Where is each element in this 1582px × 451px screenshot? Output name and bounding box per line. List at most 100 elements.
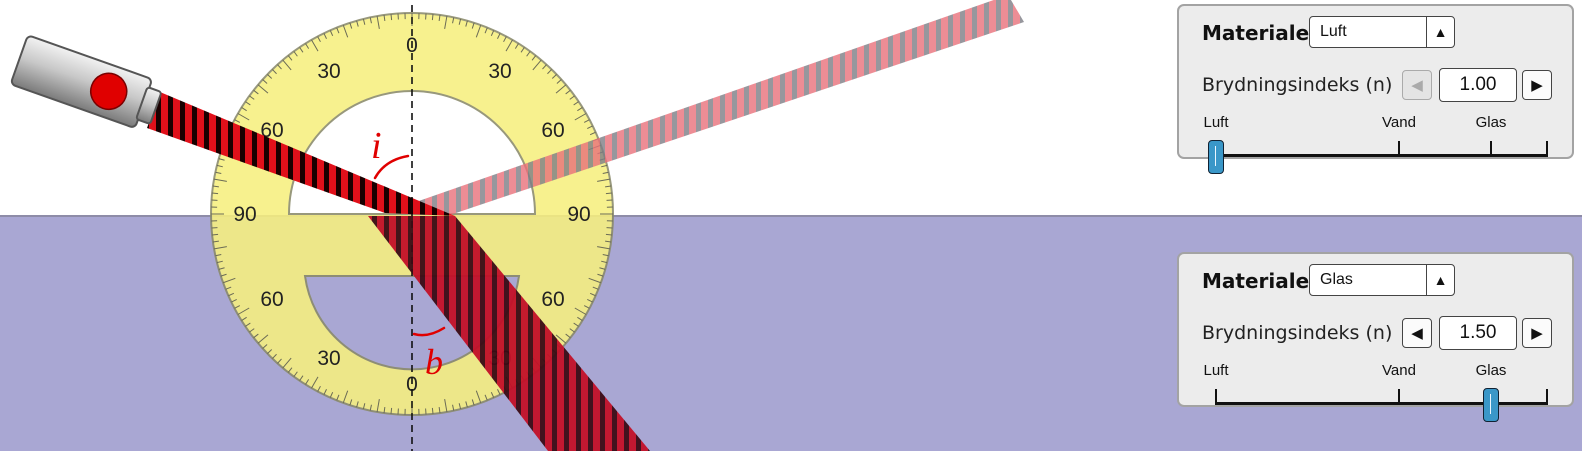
select-arrow-icon[interactable]: ▲ [1426,17,1454,47]
refraction-index-value[interactable]: 1.00 [1439,68,1517,102]
protractor-tick [215,254,222,257]
label-60-lower-left: 60 [260,288,283,311]
protractor-tick [218,267,225,270]
protractor-tick [349,399,353,406]
protractor-tick [390,407,393,414]
protractor-tick [267,74,273,79]
slider-tick-mark [1398,389,1400,405]
protractor-tick [573,101,579,106]
protractor-tick [245,322,251,327]
protractor-ticks [211,13,613,415]
protractor-tick [329,30,334,37]
protractor-tick [225,286,232,290]
protractor-tick [597,273,604,277]
protractor-tick [452,404,455,411]
protractor-tick [253,333,259,339]
protractor-tick [587,125,593,129]
protractor-tick [592,286,599,290]
protractor-tick [577,316,583,321]
protractor-tick [601,260,608,264]
protractor-tick [234,305,241,309]
slider-tick-mark [1546,389,1548,405]
protractor-tick [257,334,269,344]
refraction-index-value[interactable]: 1.50 [1439,316,1517,350]
protractor-tick [475,390,482,404]
laser-pointer[interactable] [10,35,165,132]
protractor-tick [497,33,501,39]
protractor-tick [216,164,223,168]
protractor-tick [213,246,227,250]
decrease-index-button[interactable]: ◀ [1402,318,1432,348]
material-select[interactable]: Glas ▲ [1309,264,1455,296]
label-60-right: 60 [541,119,564,142]
protractor-tick [311,39,319,52]
protractor-tick [212,185,219,188]
protractor-tick [212,240,219,243]
protractor-tick [231,299,237,303]
lower-medium-panel: Materiale Glas ▲ Brydningsindeks (n) ◀ 1… [1177,252,1574,422]
slider-tick-luft: Luft [1203,114,1229,131]
increase-index-button[interactable]: ▶ [1522,318,1552,348]
protractor-tick [602,171,609,174]
protractor-tick [589,292,596,297]
label-30-lower-left: 30 [317,347,340,370]
protractor-tick [342,390,349,404]
protractor-tick [356,20,359,27]
select-arrow-icon[interactable]: ▲ [1426,265,1454,295]
protractor-tick [228,292,235,297]
protractor-tick [583,119,590,123]
protractor-tick [390,14,393,21]
material-select-value: Glas [1320,271,1353,288]
protractor-tick [547,69,552,75]
upper-medium-panel: Materiale Luft ▲ Brydningsindeks (n) ◀ 1… [1177,4,1574,174]
protractor-tick [475,24,482,38]
protractor-tick [222,277,236,284]
slider-tick-vand: Vand [1382,114,1416,131]
protractor-tick [241,316,247,321]
protractor-tick [216,260,223,264]
protractor-tick [503,36,507,43]
refraction-index-slider-thumb[interactable] [1483,388,1499,422]
protractor-tick [253,89,259,95]
decrease-index-button[interactable]: ◀ [1402,70,1432,100]
label-90-left: 90 [233,203,256,226]
protractor-tick [241,107,247,112]
protractor-tick [458,403,462,410]
protractor-tick [599,267,606,270]
protractor-tick [262,344,268,349]
protractor-tick [249,328,255,333]
slider-tick-vand: Vand [1382,362,1416,379]
protractor-tick [282,357,292,369]
protractor-tick [249,95,255,100]
protractor-tick [565,89,571,95]
label-60-lower-right: 60 [541,288,564,311]
protractor-tick [317,36,321,43]
refraction-index-slider-track[interactable] [1216,154,1548,157]
label-30-right: 30 [488,60,511,83]
protractor-tick [305,379,310,385]
protractor-tick [362,403,366,410]
slider-tick-mark [1215,389,1217,405]
material-select[interactable]: Luft ▲ [1309,16,1455,48]
protractor-tick [452,17,455,24]
protractor-tick [220,273,227,277]
protractor-tick [323,33,327,39]
protractor-tick [583,305,590,309]
protractor-tick [218,158,225,161]
increase-index-button[interactable]: ▶ [1522,70,1552,100]
protractor-tick [458,18,462,25]
incident-angle-arc [373,154,410,180]
protractor-tick [342,24,349,38]
protractor-tick [602,254,609,257]
protractor-tick [299,375,304,381]
incident-beam [147,92,455,216]
refraction-index-slider-track[interactable] [1216,402,1548,405]
protractor-tick [526,51,531,57]
protractor-tick [471,399,475,406]
protractor-tick [282,59,292,71]
protractor-tick [212,233,219,236]
laser-on-off-button[interactable] [86,68,132,114]
protractor-tick [272,353,277,359]
refraction-index-slider-thumb[interactable] [1208,140,1224,174]
protractor-tick [605,192,612,195]
